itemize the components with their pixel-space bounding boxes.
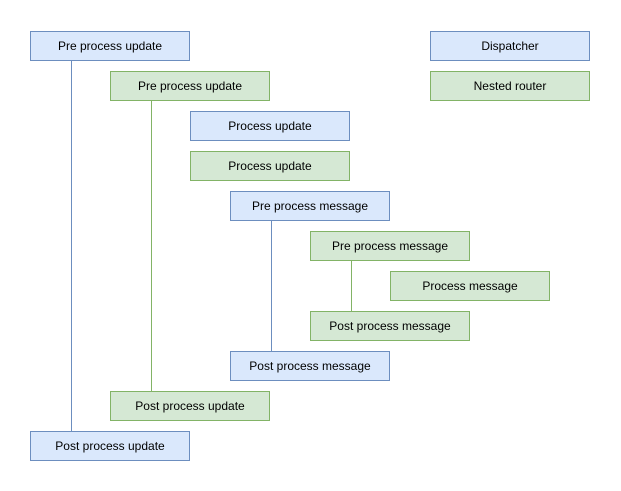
node-nested-router-legend: Nested router — [430, 71, 590, 101]
node-pre-process-update-router: Pre process update — [110, 71, 270, 101]
connector-update-dispatcher — [71, 61, 72, 431]
node-label: Post process message — [329, 319, 451, 333]
node-process-update-router: Process update — [190, 151, 350, 181]
connector-message-router — [351, 261, 352, 311]
node-process-message-router: Process message — [390, 271, 550, 301]
node-label: Pre process update — [137, 79, 243, 93]
node-label: Pre process message — [251, 199, 369, 213]
node-pre-process-message-router: Pre process message — [310, 231, 470, 261]
connector-update-router — [151, 101, 152, 391]
node-label: Post process update — [135, 399, 245, 413]
node-label: Post process update — [55, 439, 165, 453]
node-post-process-update-dispatcher: Post process update — [30, 431, 190, 461]
node-label: Pre process update — [57, 39, 163, 53]
node-label: Pre process message — [331, 239, 449, 253]
node-pre-process-message-dispatcher: Pre process message — [230, 191, 390, 221]
node-pre-process-update-dispatcher: Pre process update — [30, 31, 190, 61]
node-label: Post process message — [249, 359, 371, 373]
node-label: Process update — [228, 159, 312, 173]
node-post-process-message-dispatcher: Post process message — [230, 351, 390, 381]
node-process-update-dispatcher: Process update — [190, 111, 350, 141]
node-post-process-message-router: Post process message — [310, 311, 470, 341]
node-label: Nested router — [473, 79, 547, 93]
node-dispatcher-legend: Dispatcher — [430, 31, 590, 61]
node-label: Process update — [228, 119, 312, 133]
connector-message-dispatcher — [271, 221, 272, 351]
node-label: Dispatcher — [481, 39, 539, 53]
node-label: Process message — [422, 279, 518, 293]
node-post-process-update-router: Post process update — [110, 391, 270, 421]
